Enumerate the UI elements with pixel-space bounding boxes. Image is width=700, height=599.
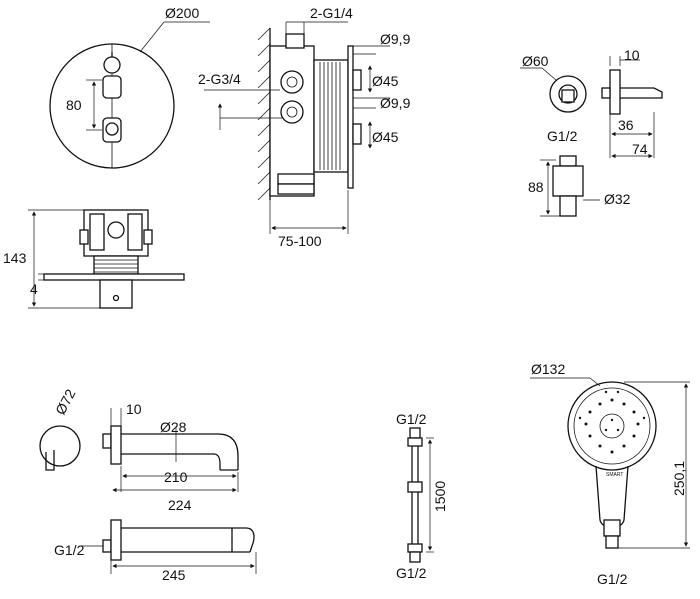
outlet-w-label: 10	[624, 47, 640, 63]
hand-shower-thread-label: G1/2	[597, 571, 628, 587]
thermostat-plate-label: 4	[30, 281, 38, 297]
concealed-box: 2-G1/4 2-G3/4 Ø9,9 Ø45 Ø9,9 Ø45 75-100	[198, 5, 411, 249]
bath-thread-label: G1/2	[54, 542, 85, 558]
outlet-w3-label: 74	[632, 141, 648, 157]
hand-shower-brand: SMART	[606, 472, 623, 478]
box-side-thread-label: 2-G3/4	[198, 71, 241, 87]
wall-outlet: Ø60 10 36 74 G1/2	[520, 47, 663, 159]
hand-shower-diameter-label: Ø132	[531, 361, 565, 377]
wall-spout: Ø72 10 Ø28 210 224	[39, 386, 239, 513]
thermostat-spacing-label: 80	[66, 97, 82, 113]
outlet-diameter-label: Ø60	[522, 53, 549, 69]
thermostat-side-view: 143 4	[3, 209, 185, 309]
hose-thread-top-label: G1/2	[396, 411, 427, 427]
shower-holder: 88 Ø32	[528, 155, 631, 217]
box-d3-label: Ø9,9	[380, 95, 411, 111]
spout-thickness-label: 10	[126, 401, 142, 417]
spout-total-label: 224	[168, 497, 192, 513]
hand-shower-length-label: 250,1	[671, 461, 687, 496]
box-d4-label: Ø45	[372, 129, 399, 145]
outlet-w2-label: 36	[618, 117, 634, 133]
box-d2-label: Ø45	[372, 73, 399, 89]
box-top-thread-label: 2-G1/4	[310, 5, 353, 21]
thermostat-front-view: 80 Ø200	[49, 5, 210, 169]
spout-reach-label: 210	[164, 469, 188, 485]
box-depth-range-label: 75-100	[278, 233, 322, 249]
hand-shower: SMART Ø132 250,1 G1/2	[530, 361, 690, 587]
shower-hose: 1500 G1/2 G1/2	[396, 411, 448, 581]
spout-rosette-label: Ø72	[52, 386, 79, 417]
thermostat-diameter-label: Ø200	[165, 5, 199, 21]
hose-thread-bottom-label: G1/2	[396, 565, 427, 581]
box-d1-label: Ø9,9	[380, 31, 411, 47]
bath-spout: G1/2 245	[54, 519, 257, 583]
hose-length-label: 1500	[432, 481, 448, 512]
holder-diameter-label: Ø32	[604, 191, 631, 207]
outlet-thread-label: G1/2	[547, 128, 578, 144]
spout-pipe-label: Ø28	[160, 419, 187, 435]
thermostat-depth-label: 143	[3, 250, 27, 266]
bath-length-label: 245	[162, 567, 186, 583]
holder-height-label: 88	[528, 179, 544, 195]
